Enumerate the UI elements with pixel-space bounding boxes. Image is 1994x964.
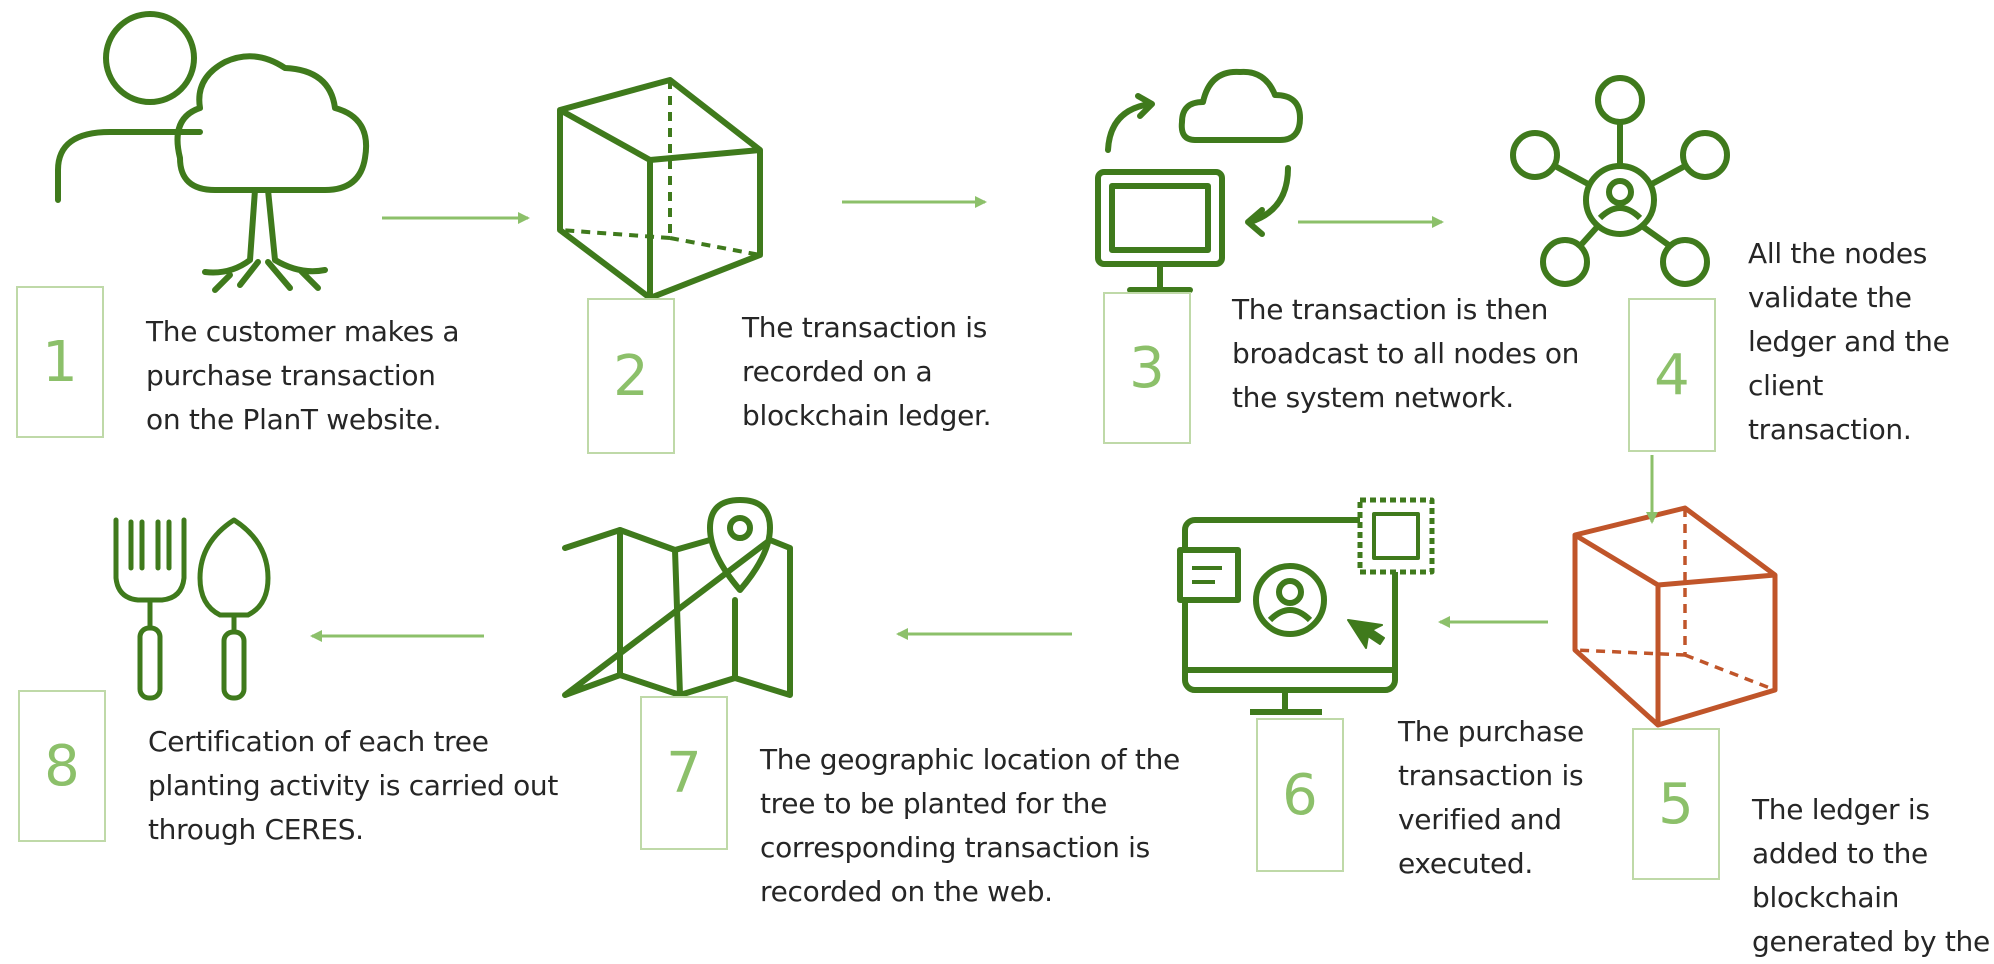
step-number-7: 7 (640, 696, 728, 850)
step-text-1: The customer makes a purchase transactio… (146, 315, 460, 436)
step-number-8: 8 (18, 690, 106, 842)
map-pin-icon (562, 497, 793, 698)
step-number-3: 3 (1103, 292, 1191, 444)
step-text-8: Certification of each tree planting acti… (148, 725, 559, 846)
step-text-7: The geographic location of the tree to b… (760, 743, 1180, 908)
step-text-5: The ledger is added to the blockchain ge… (1752, 793, 1990, 958)
person-tree-icon (55, 11, 370, 293)
monitor-user-icon (1177, 497, 1435, 715)
step-text-2: The transaction is recorded on a blockch… (742, 311, 992, 432)
cloud-sync-computer-icon (1095, 68, 1303, 293)
step-number-4: 4 (1628, 298, 1716, 452)
flow-arrows (310, 196, 1658, 642)
cube-icon (557, 77, 763, 301)
step-number-6: 6 (1256, 718, 1344, 872)
step-text-3: The transaction is then broadcast to all… (1232, 293, 1580, 414)
network-nodes-icon (1510, 75, 1730, 287)
step-text-4: All the nodes validate the ledger and th… (1748, 237, 1950, 446)
orange-cube-icon (1572, 505, 1778, 728)
step-number-1: 1 (16, 286, 104, 438)
garden-tools-icon (113, 517, 271, 701)
step-text-6: The purchase transaction is verified and… (1398, 715, 1584, 880)
step-number-5: 5 (1632, 728, 1720, 880)
step-number-2: 2 (587, 298, 675, 454)
